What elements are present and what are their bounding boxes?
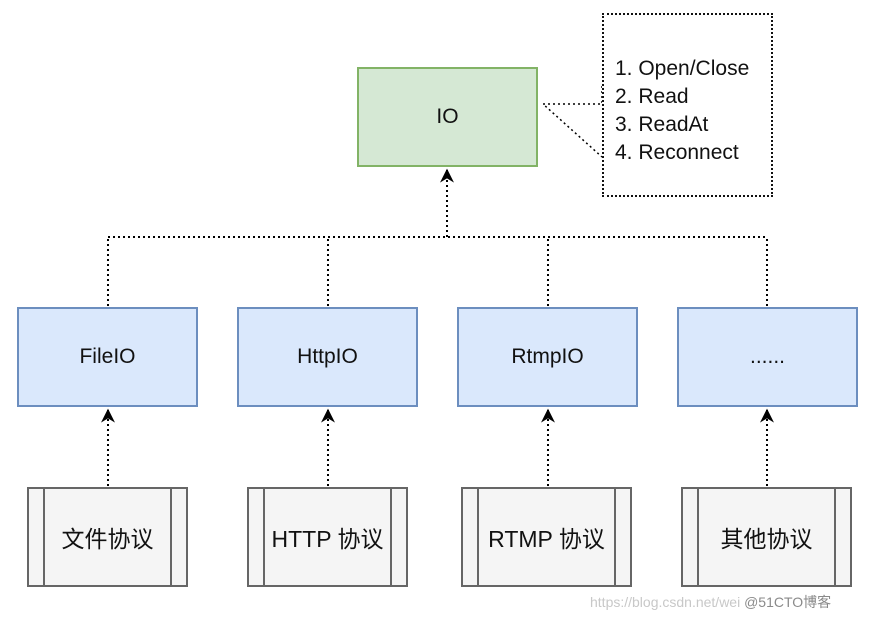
method-item: 3. ReadAt [615, 113, 709, 136]
process-bar-right [170, 489, 172, 585]
rtmp-protocol-box: RTMP 协议 [461, 487, 632, 587]
process-bar-left [477, 489, 479, 585]
methods-list: 1. Open/Close 2. Read 3. ReadAt 4. Recon… [615, 55, 771, 167]
io-interface-label: IO [436, 105, 459, 128]
watermark: https://blog.csdn.net/wei @51CTO博客 [590, 592, 831, 612]
process-bar-right [390, 489, 392, 585]
methods-note: 1. Open/Close 2. Read 3. ReadAt 4. Recon… [602, 13, 773, 197]
method-item: 1. Open/Close [615, 57, 750, 80]
note-callout [541, 86, 603, 158]
fileio-box: FileIO [17, 307, 198, 407]
protocol-connectors [101, 408, 774, 486]
other-io-box: ...... [677, 307, 858, 407]
http-protocol-box: HTTP 协议 [247, 487, 408, 587]
process-bar-right [834, 489, 836, 585]
other-io-label: ...... [749, 345, 785, 368]
process-bar-right [614, 489, 616, 585]
process-bar-left [43, 489, 45, 585]
httpio-label: HttpIO [297, 345, 358, 368]
watermark-brand: @51CTO博客 [744, 594, 832, 610]
other-protocol-label: 其他协议 [720, 526, 813, 552]
file-protocol-box: 文件协议 [27, 487, 188, 587]
file-protocol-label: 文件协议 [61, 526, 154, 552]
http-protocol-label: HTTP 协议 [271, 526, 384, 552]
rtmp-protocol-label: RTMP 协议 [488, 526, 605, 552]
fileio-label: FileIO [79, 345, 136, 368]
method-item: 4. Reconnect [615, 141, 739, 164]
watermark-url: https://blog.csdn.net/wei [590, 594, 741, 610]
httpio-box: HttpIO [237, 307, 418, 407]
method-item: 2. Read [615, 85, 689, 108]
rtmpio-label: RtmpIO [511, 345, 584, 368]
process-bar-left [263, 489, 265, 585]
other-protocol-box: 其他协议 [681, 487, 852, 587]
io-interface-box: IO [357, 67, 538, 167]
process-bar-left [697, 489, 699, 585]
rtmpio-box: RtmpIO [457, 307, 638, 407]
inheritance-connectors [107, 168, 768, 306]
